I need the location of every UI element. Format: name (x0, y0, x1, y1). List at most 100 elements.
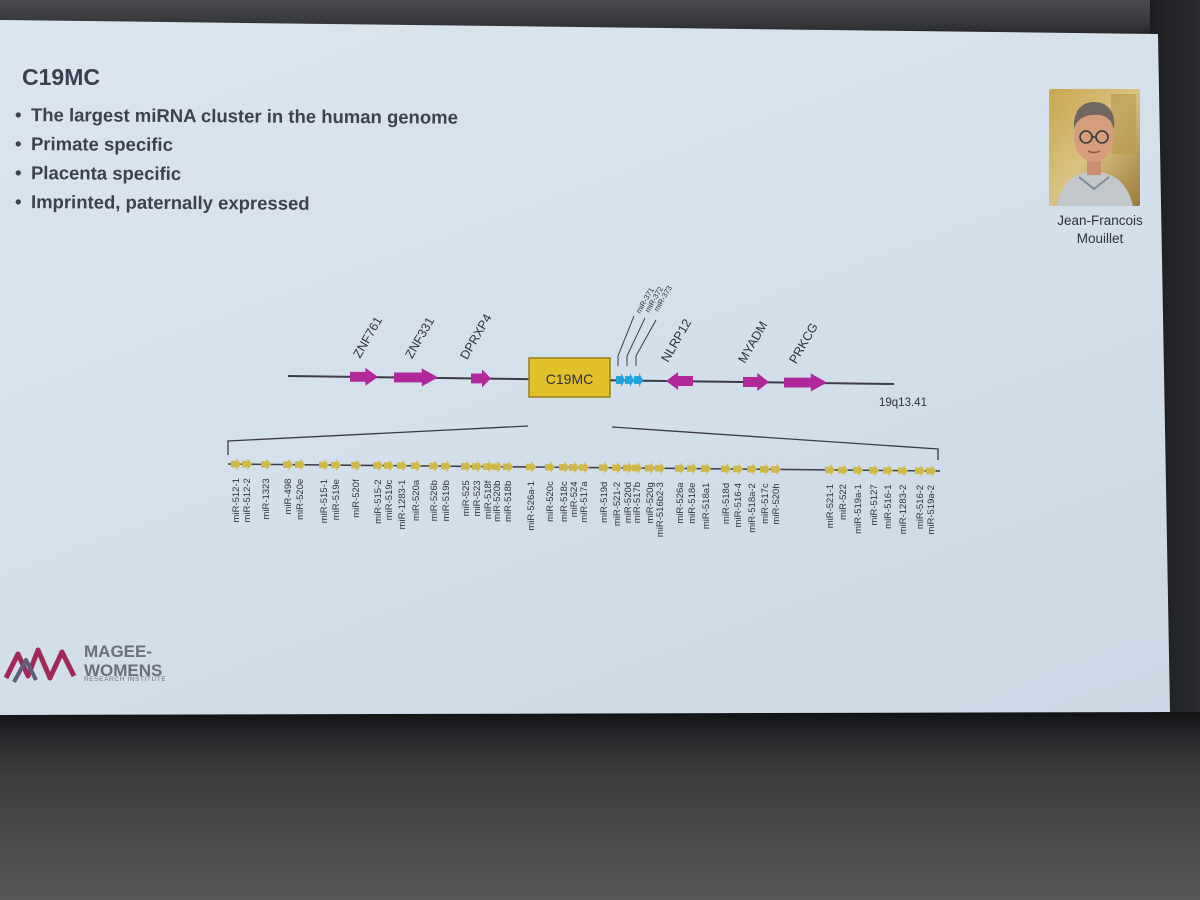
mirna-arrow (747, 463, 757, 475)
mirna-arrow (721, 463, 731, 475)
mirna-arrow (612, 462, 622, 474)
mirna-arrow (483, 461, 493, 473)
mirna-arrow (503, 461, 513, 473)
mirna-arrow (771, 463, 781, 475)
mirna-arrow (675, 462, 685, 474)
mirna-arrow (261, 458, 271, 470)
mirna-label: miR-520e (295, 479, 306, 520)
zoom-bracket-right (612, 427, 938, 460)
mirna-label: miR-1283-1 (397, 480, 408, 530)
gene-arrow (394, 368, 438, 386)
mirna-arrow (853, 464, 863, 476)
logo-subtitle: RESEARCH INSTITUTE (84, 676, 166, 683)
mirna-label: miR-516b2-3 (655, 482, 666, 537)
mirna-arrow (472, 460, 482, 472)
mirna-arrow (915, 465, 925, 477)
gene-label: PRKCG (786, 321, 820, 366)
mirna-label: miR-520b (492, 481, 503, 522)
gene-arrow (743, 373, 769, 391)
mirna-label: miR-5127 (869, 484, 880, 525)
mirna-label: miR-519b (441, 480, 452, 521)
mirna-arrow (655, 462, 665, 474)
mirna-arrow (579, 462, 589, 474)
mirna-label: miR-516-1 (883, 484, 894, 528)
mirna-label: miR-1283-2 (898, 485, 909, 535)
mirna-label: miR-519c (384, 479, 395, 520)
mirna-label: miR-518a1 (701, 483, 712, 529)
zoom-bracket-left (228, 426, 528, 455)
leader-line (636, 320, 656, 366)
mirna-arrow (545, 461, 555, 473)
mirna-label: miR-517a (579, 481, 590, 523)
mirna-arrow (429, 460, 439, 472)
mirna-arrow (351, 459, 361, 471)
mirna-label: miR-515-1 (319, 479, 330, 523)
mirna-label: miR-520c (545, 481, 556, 522)
mirna-arrow (623, 462, 633, 474)
mirna-label: miR-518a-2 (747, 483, 758, 533)
gene-arrow (784, 374, 827, 392)
mirna-arrow (838, 464, 848, 476)
mirna-label: miR-523 (472, 480, 483, 516)
mirna-arrow (760, 463, 770, 475)
mirna-label: miR-516-2 (915, 485, 926, 529)
mir-371-373-arrow (616, 373, 625, 387)
mirna-arrow (492, 461, 502, 473)
mirna-label: miR-519a-2 (926, 485, 937, 535)
mirna-label: miR-518e (687, 483, 698, 524)
mirna-arrow (926, 465, 936, 477)
gene-label: ZNF331 (402, 315, 437, 361)
logo-wordmark: MAGEE- WOMENS (84, 642, 162, 680)
mirna-arrow (599, 462, 609, 474)
mirna-label: miR-519d (599, 482, 610, 523)
mirna-arrow (384, 460, 394, 472)
gene-label: MYADM (735, 319, 770, 365)
gene-label: DPRXP4 (457, 312, 494, 362)
mirna-label: miR-515-2 (373, 479, 384, 523)
mirna-arrow (373, 459, 383, 471)
mirna-label: miR-526b (429, 480, 440, 521)
mirna-arrow (632, 462, 642, 474)
mirna-arrow (569, 461, 579, 473)
mirna-label: miR-518b (503, 481, 514, 522)
mirna-arrow (461, 460, 471, 472)
mirna-arrow (701, 463, 711, 475)
mirna-label: miR-526a-1 (526, 481, 537, 531)
mirna-cluster-track: miR-512-1miR-512-2miR-1323miR-498miR-520… (228, 426, 940, 537)
mirna-label: miR-518d (721, 483, 732, 524)
mirna-label: miR-520a (411, 479, 422, 521)
mirna-arrow (733, 463, 743, 475)
room-background-bottom (0, 718, 1200, 900)
mirna-arrow (231, 458, 241, 470)
mirna-arrow (687, 463, 697, 475)
mirna-arrow (411, 460, 421, 472)
mirna-arrow (242, 458, 252, 470)
mirna-arrow (319, 459, 329, 471)
mirna-arrow (397, 460, 407, 472)
mirna-label: miR-498 (283, 479, 294, 515)
gene-label: NLRP12 (658, 317, 694, 365)
mirna-arrow (441, 460, 451, 472)
gene-arrow (666, 372, 693, 390)
mirna-arrow (559, 461, 569, 473)
gene-arrow (350, 368, 378, 386)
mirna-label: miR-512-1 (231, 478, 242, 522)
mirna-label: miR-520h (771, 483, 782, 524)
mirna-label: miR-521-1 (825, 484, 836, 528)
mirna-arrow (331, 459, 341, 471)
locus-label: 19q13.41 (879, 397, 927, 409)
mirna-label: miR-522 (838, 484, 849, 520)
c19mc-box-label: C19MC (546, 371, 593, 387)
mirna-arrow (883, 464, 893, 476)
mirna-arrow (295, 459, 305, 471)
mirna-arrow (898, 465, 908, 477)
mirna-arrow (645, 462, 655, 474)
mir-371-373-arrow (625, 373, 634, 387)
mirna-label: miR-517b (632, 482, 643, 523)
mir-371-373-arrow (634, 373, 643, 387)
gene-arrow (471, 369, 491, 387)
mirna-label: miR-517c (760, 483, 771, 524)
mirna-label: miR-1323 (261, 478, 272, 519)
